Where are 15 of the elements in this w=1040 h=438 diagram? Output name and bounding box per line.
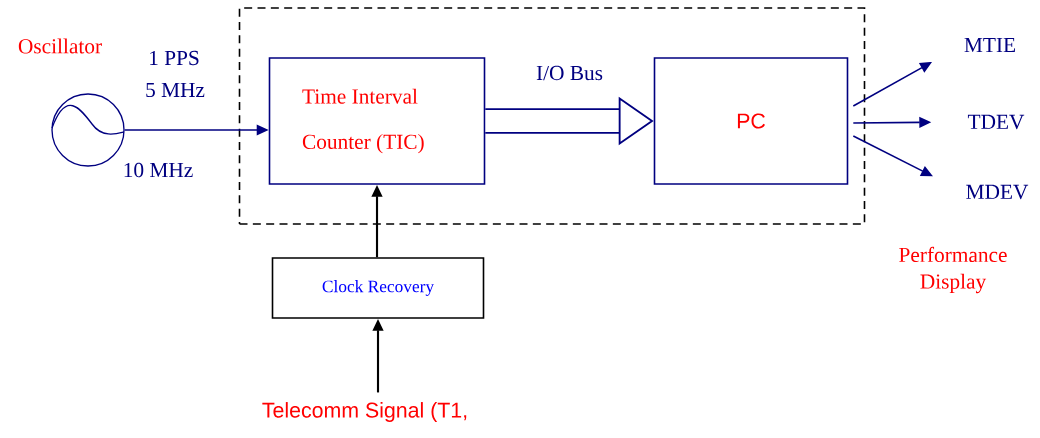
signal-label: 1 PPS bbox=[150, 50, 199, 66]
dashed-frame bbox=[238, 7, 866, 225]
signal-label: 10 MHz bbox=[124, 162, 193, 178]
signal-label: Performance Display bbox=[899, 246, 1007, 294]
signal-label: TDEV bbox=[967, 114, 1025, 130]
signal-label: MDEV bbox=[966, 184, 1029, 200]
process-box: Time Interval Counter (TIC) bbox=[268, 57, 486, 185]
signal-label: MTIE bbox=[964, 38, 1015, 52]
signal-label: Telecomm Signal (T1, bbox=[262, 402, 467, 422]
process-box: Clock Recovery bbox=[271, 257, 485, 319]
signal-label: 5 MHz bbox=[146, 82, 205, 98]
node-label: Oscillator bbox=[18, 38, 102, 54]
process-box: PC bbox=[653, 57, 849, 185]
arrow bbox=[852, 135, 933, 177]
edge-label: I/O Bus bbox=[536, 65, 603, 81]
